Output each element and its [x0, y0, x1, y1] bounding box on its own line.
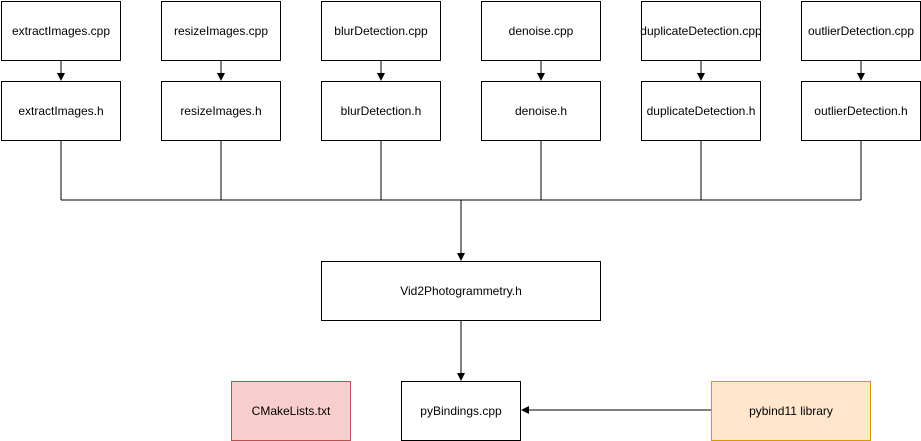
node-label: pyBindings.cpp	[420, 404, 502, 418]
node-label: extractImages.h	[18, 104, 104, 118]
node-label: duplicateDetection.cpp	[640, 24, 762, 38]
node-label: blurDetection.cpp	[334, 24, 428, 38]
node-extract-images-cpp[interactable]: extractImages.cpp	[1, 1, 121, 61]
node-cmakelists-txt[interactable]: CMakeLists.txt	[231, 381, 351, 441]
node-outlier-detection-cpp[interactable]: outlierDetection.cpp	[801, 1, 921, 61]
node-label: pybind11 library	[749, 404, 833, 418]
node-extract-images-h[interactable]: extractImages.h	[1, 81, 121, 141]
node-blur-detection-cpp[interactable]: blurDetection.cpp	[321, 1, 441, 61]
node-resize-images-cpp[interactable]: resizeImages.cpp	[161, 1, 281, 61]
node-label: duplicateDetection.h	[646, 104, 756, 118]
node-resize-images-h[interactable]: resizeImages.h	[161, 81, 281, 141]
node-label: blurDetection.h	[340, 104, 422, 118]
node-denoise-h[interactable]: denoise.h	[481, 81, 601, 141]
node-label: Vid2Photogrammetry.h	[400, 284, 522, 298]
node-pybind11-library[interactable]: pybind11 library	[711, 381, 871, 441]
node-label: outlierDetection.cpp	[807, 24, 915, 38]
node-blur-detection-h[interactable]: blurDetection.h	[321, 81, 441, 141]
node-duplicate-detection-cpp[interactable]: duplicateDetection.cpp	[640, 1, 762, 61]
node-label: resizeImages.h	[180, 104, 262, 118]
node-vid2photogrammetry-h[interactable]: Vid2Photogrammetry.h	[321, 261, 601, 321]
node-label: outlierDetection.h	[814, 104, 908, 118]
node-outlier-detection-h[interactable]: outlierDetection.h	[801, 81, 921, 141]
node-pybindings-cpp[interactable]: pyBindings.cpp	[401, 381, 521, 441]
node-label: resizeImages.cpp	[173, 24, 269, 38]
node-label: extractImages.cpp	[11, 24, 111, 38]
node-denoise-cpp[interactable]: denoise.cpp	[481, 1, 601, 61]
node-label: denoise.cpp	[508, 24, 574, 38]
node-label: denoise.h	[514, 104, 568, 118]
node-duplicate-detection-h[interactable]: duplicateDetection.h	[641, 81, 761, 141]
node-label: CMakeLists.txt	[251, 404, 331, 418]
